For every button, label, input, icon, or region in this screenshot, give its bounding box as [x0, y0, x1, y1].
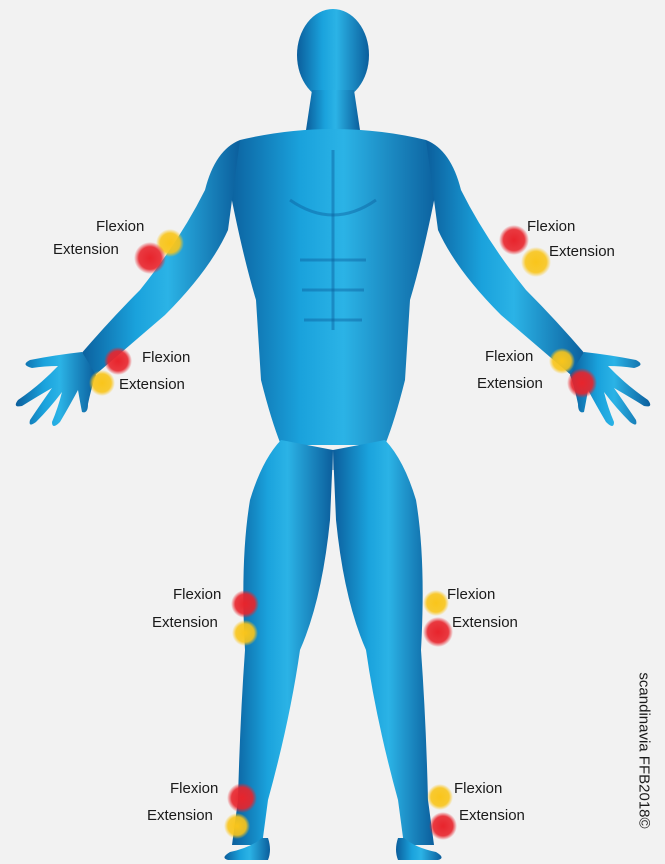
left-knee-extension-dot — [232, 620, 258, 646]
left-knee-extension-label: Extension — [152, 614, 218, 632]
right-elbow-flexion-dot — [499, 225, 529, 255]
right-elbow-extension-dot — [521, 247, 551, 277]
left-wrist-extension-dot — [89, 370, 115, 396]
left-hand — [16, 352, 96, 426]
right-knee-flexion-label: Flexion — [447, 586, 495, 604]
left-elbow-extension-label: Extension — [53, 241, 119, 259]
right-ankle-extension-label: Extension — [459, 807, 525, 825]
right-leg — [333, 440, 434, 845]
left-ankle-extension-label: Extension — [147, 807, 213, 825]
right-ankle-flexion-dot — [427, 784, 453, 810]
left-wrist-extension-label: Extension — [119, 376, 185, 394]
right-ankle-extension-dot — [429, 812, 457, 840]
right-wrist-extension-label: Extension — [477, 375, 543, 393]
right-knee-flexion-dot — [423, 590, 449, 616]
right-elbow-extension-label: Extension — [549, 243, 615, 261]
right-elbow-flexion-label: Flexion — [527, 218, 575, 236]
left-wrist-flexion-label: Flexion — [142, 349, 190, 367]
left-elbow-flexion-label: Flexion — [96, 218, 144, 236]
right-wrist-flexion-label: Flexion — [485, 348, 533, 366]
human-body — [16, 9, 651, 860]
right-wrist-flexion-dot — [549, 348, 575, 374]
right-knee-extension-label: Extension — [452, 614, 518, 632]
right-knee-extension-dot — [423, 617, 453, 647]
right-ankle-flexion-label: Flexion — [454, 780, 502, 798]
left-ankle-flexion-dot — [227, 783, 257, 813]
neck — [306, 90, 360, 130]
right-wrist-extension-dot — [567, 368, 597, 398]
left-knee-flexion-label: Flexion — [173, 586, 221, 604]
left-knee-flexion-dot — [231, 590, 259, 618]
left-ankle-flexion-label: Flexion — [170, 780, 218, 798]
left-elbow-extension-dot — [134, 242, 166, 274]
copyright-credit: scandinavia FFB2018© — [636, 666, 653, 836]
left-wrist-flexion-dot — [104, 347, 132, 375]
head — [297, 9, 369, 101]
left-ankle-extension-dot — [224, 813, 250, 839]
